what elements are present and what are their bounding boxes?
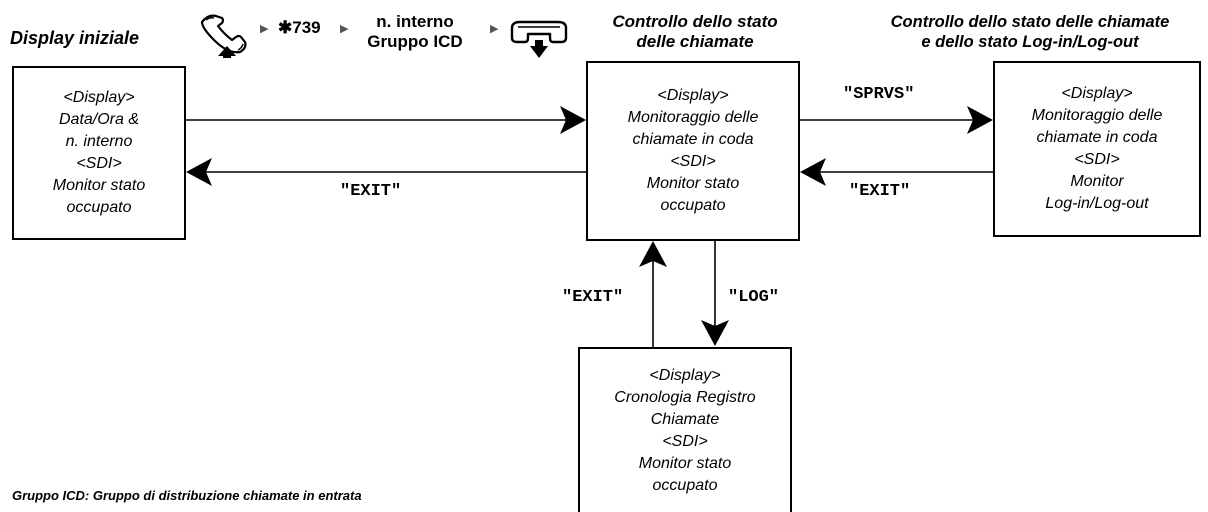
command-log: "LOG" xyxy=(728,288,780,307)
box-line: Monitor stato xyxy=(52,177,146,194)
box-line: <SDI> xyxy=(662,432,708,450)
header-call-status-line2: delle chiamate xyxy=(636,32,754,51)
box-call-status: <Display> Monitoraggio delle chiamate in… xyxy=(586,61,800,241)
arrowhead-right-1 xyxy=(560,106,586,134)
box-line: Monitoraggio delle xyxy=(627,109,759,126)
feature-code: ✱739 xyxy=(278,18,321,37)
box-line: <SDI> xyxy=(670,153,716,170)
header-call-status-line1: Controllo dello stato xyxy=(612,12,778,31)
arrowhead-up xyxy=(639,241,667,267)
box-line: Data/Ora & xyxy=(58,111,140,128)
command-exit-from-log: "EXIT" xyxy=(562,288,624,307)
box-line: Monitoraggio delle xyxy=(1031,107,1163,124)
box-line: <SDI> xyxy=(76,155,122,172)
box-line: Chiamate xyxy=(650,410,720,428)
header-login-status-line1: Controllo dello stato delle chiamate xyxy=(890,13,1170,31)
header-login-status: Controllo dello stato delle chiamate e d… xyxy=(855,12,1205,52)
box-line: Monitor stato xyxy=(646,175,740,192)
box-line: occupato xyxy=(652,476,718,494)
command-exit-to-initial: "EXIT" xyxy=(340,182,402,201)
box-line: <Display> xyxy=(63,89,135,106)
extension-label: n. interno xyxy=(376,12,454,31)
handset-offhook-icon xyxy=(198,12,252,58)
box-line: chiamate in coda xyxy=(1036,129,1158,146)
box-line: occupato xyxy=(66,199,132,216)
arrowhead-right-2 xyxy=(967,106,993,134)
arrowhead-left-1 xyxy=(186,158,212,186)
sequence-arrow-1: ▶ xyxy=(260,23,269,35)
box-line: occupato xyxy=(660,197,726,214)
box-line: <SDI> xyxy=(1074,151,1120,168)
box-line: <Display> xyxy=(649,366,721,384)
extension-group-label: n. interno Gruppo ICD xyxy=(355,12,475,52)
sequence-arrow-3: ▶ xyxy=(490,23,499,35)
box-line: Monitor stato xyxy=(638,454,732,472)
box-line: Cronologia Registro xyxy=(614,388,756,406)
box-login-status: <Display> Monitoraggio delle chiamate in… xyxy=(993,61,1201,237)
box-line: <Display> xyxy=(657,87,729,104)
footnote-icd: Gruppo ICD: Gruppo di distribuzione chia… xyxy=(12,488,362,503)
arrowhead-left-2 xyxy=(800,158,826,186)
arrowhead-down xyxy=(701,320,729,346)
sequence-arrow-2: ▶ xyxy=(340,23,349,35)
header-call-status: Controllo dello stato delle chiamate xyxy=(590,12,800,52)
command-exit-to-call-status: "EXIT" xyxy=(849,182,911,201)
handset-onhook-icon xyxy=(506,18,572,60)
box-line: chiamate in coda xyxy=(632,131,754,148)
box-line: Log-in/Log-out xyxy=(1045,195,1149,212)
icd-group-label: Gruppo ICD xyxy=(367,32,463,51)
box-line: <Display> xyxy=(1061,85,1133,102)
box-initial-display: <Display> Data/Ora & n. interno <SDI> Mo… xyxy=(12,66,186,240)
box-line: Monitor xyxy=(1070,173,1124,190)
box-call-log: <Display> Cronologia Registro Chiamate <… xyxy=(578,347,792,512)
header-initial-display: Display iniziale xyxy=(10,28,140,48)
box-line: n. interno xyxy=(65,133,133,150)
command-sprvs: "SPRVS" xyxy=(843,85,915,104)
header-login-status-line2: e dello stato Log-in/Log-out xyxy=(921,33,1139,51)
